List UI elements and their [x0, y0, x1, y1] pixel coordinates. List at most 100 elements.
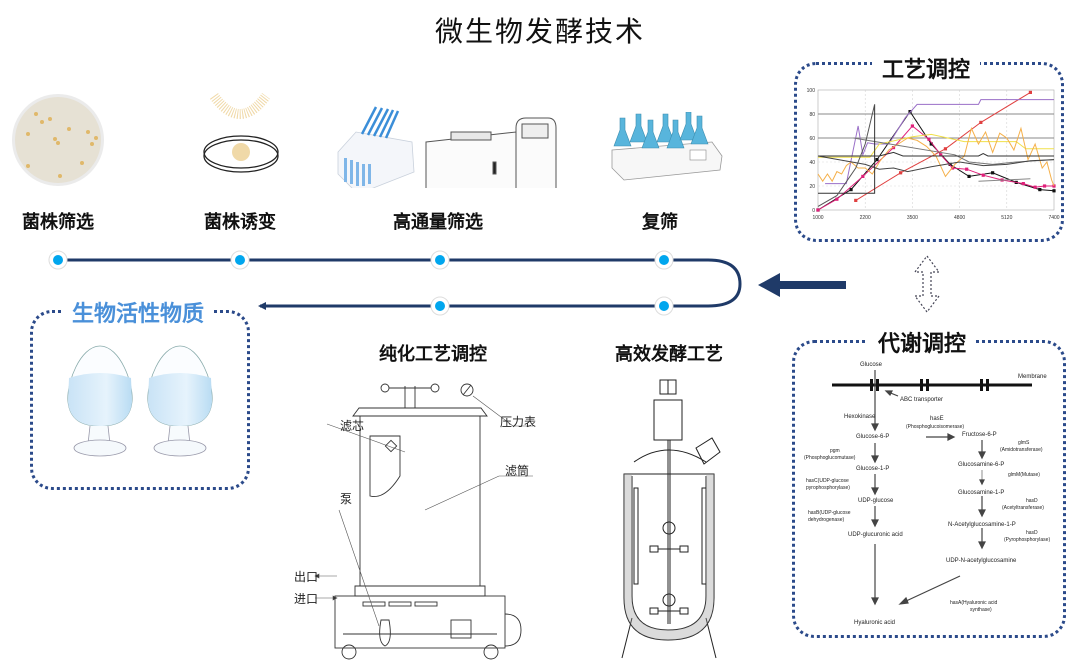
annotation-outlet: 出口: [294, 570, 319, 584]
data-point: [939, 153, 943, 157]
y-tick-label: 80: [809, 112, 815, 118]
label-hasd-1-full: (Acetyltransferase): [1002, 505, 1044, 511]
label-membrane: Membrane: [1018, 374, 1047, 380]
data-point: [1042, 184, 1047, 188]
y-tick-label: 100: [807, 88, 816, 94]
x-tick-label: 2200: [860, 215, 871, 221]
membrane: [832, 379, 1032, 391]
label-hasa-2: synthase): [970, 607, 992, 613]
data-point: [1052, 189, 1056, 193]
flask-left: [67, 345, 133, 457]
label-hasa: hasA(Hyaluronic acid: [950, 600, 997, 606]
annotation-pressure-gauge: 压力表: [500, 415, 537, 429]
powder-flask-icon: [67, 345, 213, 457]
chart-series: [816, 90, 1056, 212]
series-line-gray-tail: [978, 178, 1031, 182]
chart-reference-lines: [818, 113, 1054, 139]
series-line-step-rect: [818, 104, 876, 194]
data-point: [861, 174, 865, 178]
label-glucose-1-p: Glucose-1-P: [856, 466, 889, 472]
annotation-filter-cylinder: 滤筒: [505, 464, 530, 478]
series-line-gray-spike: [817, 104, 876, 207]
series-step-rect: [818, 104, 876, 194]
data-point: [1033, 185, 1037, 189]
data-point: [849, 188, 853, 192]
data-point: [875, 158, 879, 162]
label-hasd-2: hasD: [1026, 530, 1038, 536]
page-title: 微生物发酵技术: [434, 15, 645, 48]
annotation-filter-core: 滤芯: [340, 419, 365, 433]
data-point: [1021, 182, 1025, 186]
bioactive-product-title: 生物活性物质: [62, 296, 215, 328]
flow-node-6: [654, 296, 674, 316]
series-line-purple: [825, 99, 1054, 185]
step-label-rescreening: 复筛: [642, 212, 678, 233]
x-tick-label: 1000: [812, 215, 823, 221]
flow-node-3: [430, 250, 450, 270]
label-abc-transporter: ABC transporter: [900, 397, 943, 403]
label-hasc-2: pyrophosphorylase): [806, 485, 850, 491]
x-tick-label: 7400: [1048, 215, 1059, 221]
data-point: [854, 198, 858, 202]
data-point: [979, 120, 983, 124]
data-point: [967, 174, 971, 178]
label-glucosamine-1-p: Glucosamine-1-P: [958, 490, 1004, 496]
data-point: [910, 124, 914, 128]
fermenter-tank-diagram: [621, 379, 721, 659]
label-hasd-1: hasD: [1026, 498, 1038, 504]
step-label-strain-screening: 菌株筛选: [22, 212, 94, 233]
y-tick-label: 0: [812, 208, 815, 214]
process-control-title: 工艺调控: [872, 52, 981, 84]
label-udp-n-acetylglucosamine: UDP-N-acetylglucosamine: [946, 558, 1017, 564]
label-hasc: hasC(UDP-glucose: [806, 478, 849, 484]
process-flow-line: [48, 250, 742, 316]
label-hyaluronic-acid: Hyaluronic acid: [854, 620, 895, 626]
annotation-inlet: 进口: [294, 592, 319, 606]
data-point: [943, 147, 948, 151]
label-hasb-2: dehydrogenase): [808, 517, 844, 523]
series-purple: [825, 99, 1054, 185]
double-arrow-vertical-icon: [913, 255, 941, 313]
plot-frame: [817, 89, 1055, 211]
data-point: [835, 197, 839, 201]
label-hase: hasE: [930, 416, 944, 422]
flow-node-1: [48, 250, 68, 270]
series-dark-gray-flat: [818, 151, 1054, 157]
label-glms: glmS: [1018, 440, 1030, 446]
label-pgm: pgm: [830, 448, 840, 454]
flow-node-5: [430, 296, 450, 316]
series-red-markers: [854, 90, 1032, 202]
arrow-left-icon: [758, 273, 846, 297]
series-gray-spike: [817, 104, 876, 207]
flask-right: [147, 345, 213, 457]
data-point: [929, 142, 933, 146]
annotation-pump: 泵: [340, 492, 353, 506]
metabolic-control-title: 代谢调控: [868, 326, 977, 358]
series-yellow: [818, 133, 1054, 158]
y-tick-label: 40: [809, 160, 815, 166]
label-glucose-6-p: Glucose-6-P: [856, 434, 889, 440]
label-hasd-2-full: (Pyrophosphorylase): [1004, 537, 1050, 543]
data-point: [1038, 188, 1042, 192]
data-point: [948, 162, 952, 166]
metabolic-pathway-diagram: Glucose Membrane ABC transporter Hexokin…: [804, 362, 1050, 626]
data-point: [816, 208, 820, 212]
label-glucosamine-6-p: Glucosamine-6-P: [958, 462, 1004, 468]
x-tick-label: 4800: [954, 215, 965, 221]
data-point: [965, 167, 969, 171]
filter-purification-diagram: [314, 383, 533, 660]
series-line-dark-gray-flat: [818, 151, 1054, 157]
label-glucose: Glucose: [860, 362, 883, 368]
step-label-strain-mutation: 菌株诱变: [204, 212, 276, 233]
step-label-purification: 纯化工艺调控: [379, 344, 487, 365]
flow-nodes: [48, 250, 674, 316]
series-gray-tail: [978, 178, 1031, 182]
shaker-flasks-icon: [611, 112, 723, 181]
series-line-yellow: [818, 133, 1054, 158]
data-point: [981, 173, 985, 177]
y-tick-label: 20: [809, 184, 815, 190]
x-tick-label: 3500: [907, 215, 918, 221]
